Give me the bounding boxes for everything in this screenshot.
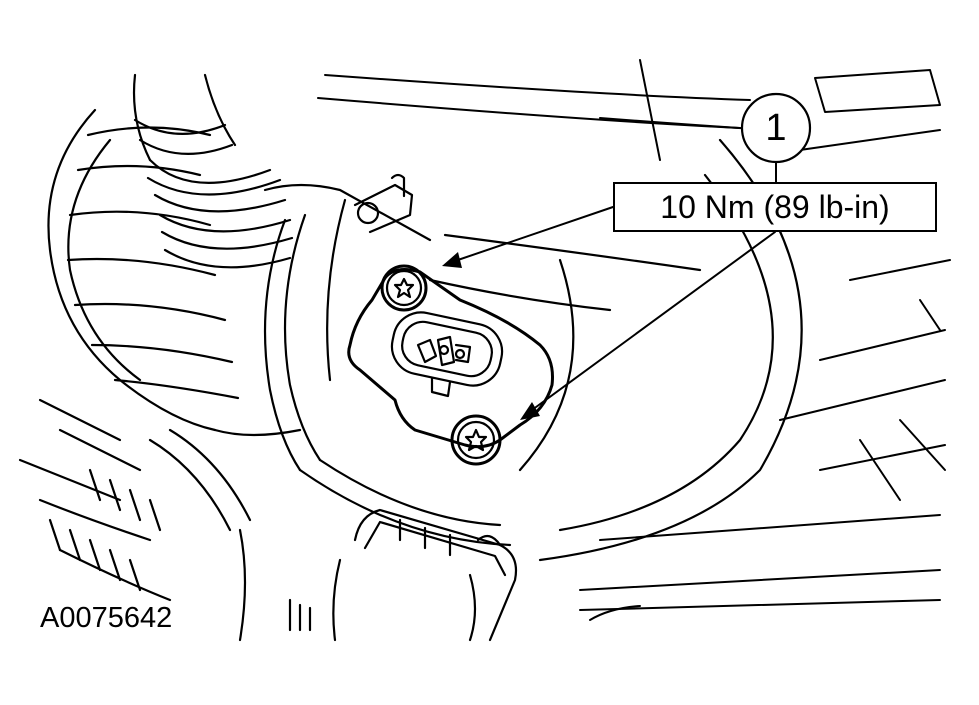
upper-pipe bbox=[132, 73, 294, 269]
air-duct-boot bbox=[47, 108, 302, 437]
background-panel-lines bbox=[317, 59, 951, 621]
callout-circle bbox=[740, 92, 812, 164]
torx-bolt-icon bbox=[450, 414, 502, 466]
sensor-flange bbox=[347, 268, 554, 449]
torx-bolt-icon bbox=[380, 264, 428, 312]
leader-arrow-icon bbox=[451, 161, 777, 411]
sensor-housing bbox=[263, 173, 512, 547]
callout-number: 1 bbox=[765, 106, 787, 149]
wiring-harness bbox=[18, 398, 312, 642]
torque-spec-label: 10 Nm (89 lb-in) bbox=[613, 182, 937, 232]
leader-arrowhead bbox=[442, 252, 540, 420]
figure-id: A0075642 bbox=[38, 602, 179, 635]
lower-harness-connector bbox=[332, 508, 518, 642]
electrical-connector-icon bbox=[390, 311, 504, 398]
intake-hose-right bbox=[428, 138, 803, 562]
